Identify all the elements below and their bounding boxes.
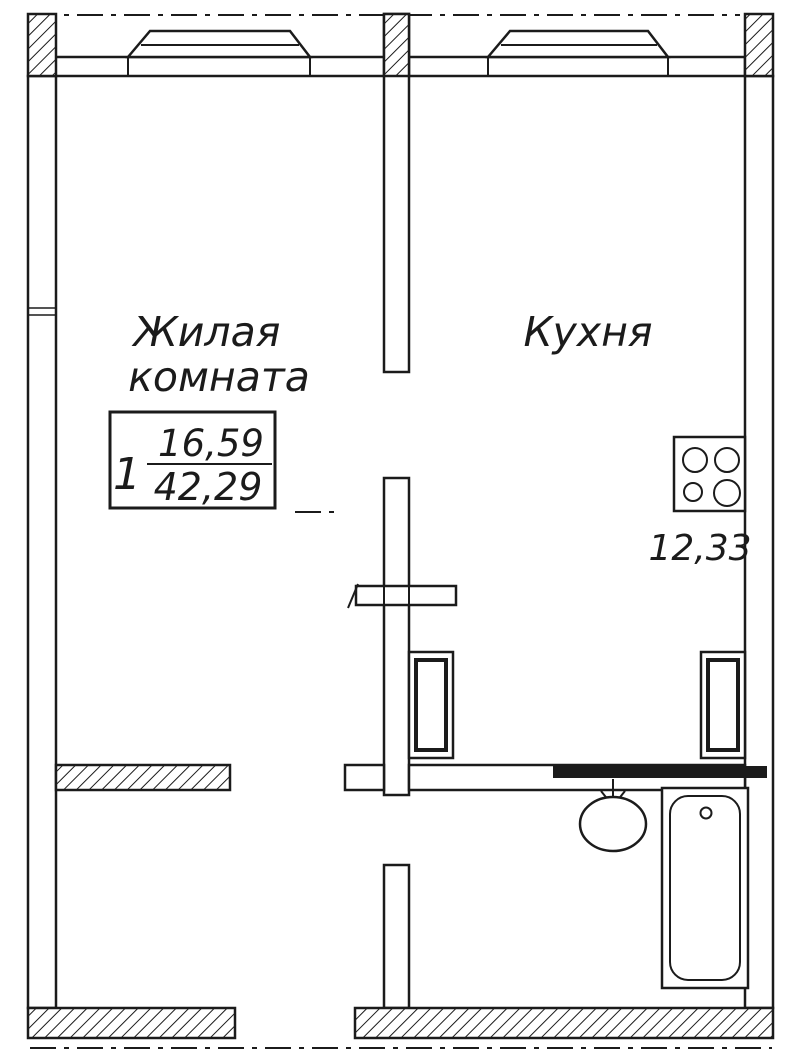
stove-burner — [682, 447, 708, 473]
bathtub-drain — [699, 806, 713, 820]
wall-horizontal-stub — [343, 763, 386, 792]
stamp-total-area: 42,29 — [154, 465, 263, 509]
bathtub-outer — [660, 786, 750, 990]
wall-bottom-left — [26, 1006, 237, 1040]
stamp-living-area: 16,59 — [158, 422, 264, 465]
sink-icon — [578, 779, 648, 853]
stove-burner — [713, 479, 741, 507]
axis-lines — [30, 14, 772, 1049]
wall-middle-lower — [382, 863, 411, 1010]
stove-icon — [672, 435, 747, 513]
window-icon — [485, 29, 671, 59]
stove-burner — [683, 482, 703, 502]
area-stamp: 1 16,59 42,29 — [108, 410, 277, 510]
radiator-inner — [706, 658, 740, 752]
kitchen-label: Кухня — [523, 308, 652, 356]
wall-horizontal-left — [54, 763, 232, 792]
stamp-box — [108, 410, 277, 510]
stove-burner — [714, 447, 740, 473]
wall-right — [743, 74, 775, 1010]
radiator-icon — [407, 650, 455, 760]
wall-bottom-right — [353, 1006, 775, 1040]
wall-bathroom-dark-band — [553, 766, 767, 778]
fixtures — [407, 435, 750, 990]
kitchen-area-value: 12,33 — [648, 528, 751, 569]
duct-body — [354, 584, 458, 607]
duct — [347, 583, 458, 609]
wall-block-top-left — [26, 12, 58, 78]
labels: Жилая комната Кухня 12,33 — [128, 308, 751, 569]
walls — [26, 12, 775, 1040]
living-room-label-line2: комната — [128, 353, 310, 401]
radiator-icon — [699, 650, 747, 760]
duct-tick — [347, 583, 359, 609]
stamp-room-count: 1 — [113, 449, 141, 500]
windows — [125, 29, 671, 59]
window-icon — [125, 29, 313, 59]
sink-bowl — [578, 795, 648, 853]
bathtub-inner — [669, 795, 741, 981]
wall-block-top-middle — [382, 12, 411, 78]
bathtub-icon — [660, 786, 750, 990]
radiator-inner — [414, 658, 448, 752]
stove-body — [672, 435, 747, 513]
living-room-label-line1: Жилая — [131, 308, 281, 356]
wall-middle-mid — [382, 476, 411, 797]
wall-block-top-right — [743, 12, 775, 78]
wall-left — [26, 74, 58, 1010]
